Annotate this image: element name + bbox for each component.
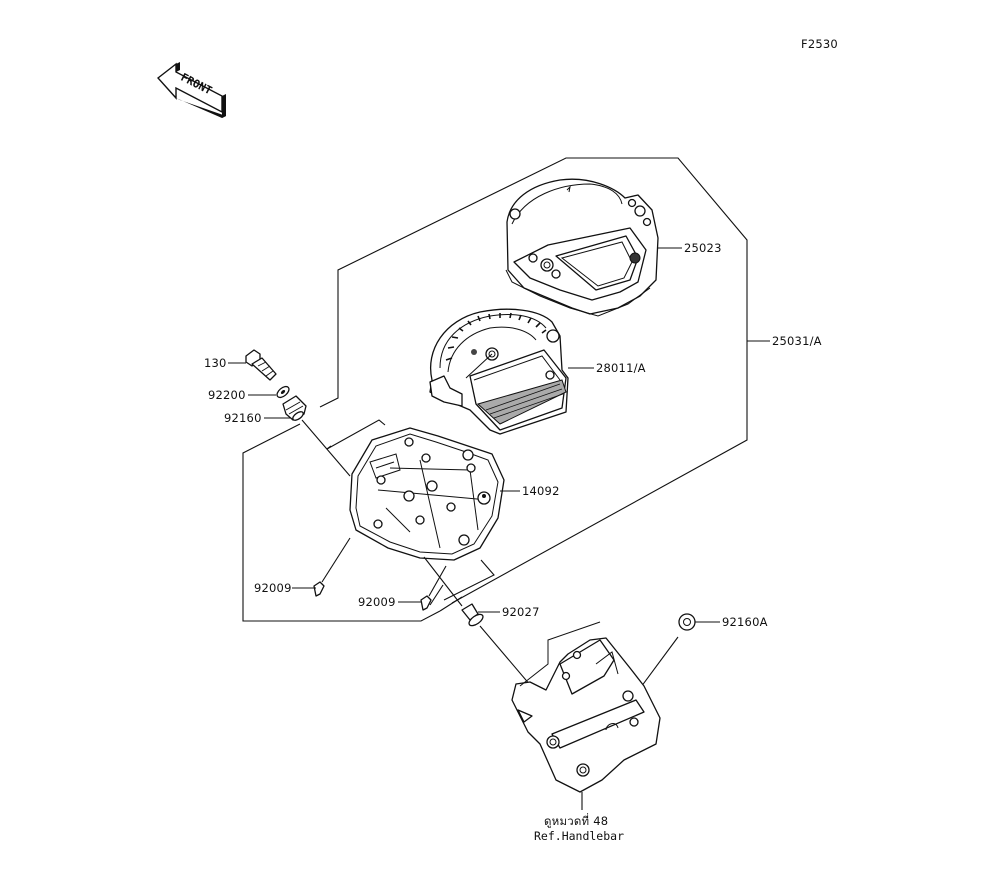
collar-part bbox=[461, 603, 484, 627]
label-92027[interactable]: 92027 bbox=[502, 605, 540, 619]
front-arrow-icon: FRONT bbox=[156, 62, 226, 118]
label-25023[interactable]: 25023 bbox=[684, 241, 722, 255]
label-92200[interactable]: 92200 bbox=[208, 388, 246, 402]
reference-thai: ดูหมวดที่ 48 bbox=[544, 813, 608, 828]
screw-left-part bbox=[313, 581, 325, 597]
assembly-frame bbox=[242, 157, 770, 622]
reference-english[interactable]: Ref.Handlebar bbox=[534, 829, 624, 843]
label-92009-right[interactable]: 92009 bbox=[358, 595, 396, 609]
label-130[interactable]: 130 bbox=[204, 356, 227, 370]
grommet-part bbox=[678, 613, 696, 631]
meter-case-part bbox=[349, 427, 505, 561]
screw-right-part bbox=[420, 595, 432, 611]
washer-part bbox=[276, 385, 290, 399]
case-frame bbox=[326, 419, 495, 606]
handlebar-holder-part bbox=[511, 621, 661, 793]
figure-code: F2530 bbox=[801, 37, 838, 51]
label-92009-left[interactable]: 92009 bbox=[254, 581, 292, 595]
label-92160[interactable]: 92160 bbox=[224, 411, 262, 425]
damper-part bbox=[282, 395, 307, 421]
label-25031A[interactable]: 25031/A bbox=[772, 334, 822, 348]
label-92160A[interactable]: 92160A bbox=[722, 615, 768, 629]
bolt-part bbox=[245, 349, 277, 381]
label-14092[interactable]: 14092 bbox=[522, 484, 560, 498]
meter-unit-part bbox=[429, 308, 569, 435]
meter-cover-part bbox=[505, 178, 659, 317]
label-28011A[interactable]: 28011/A bbox=[596, 361, 646, 375]
